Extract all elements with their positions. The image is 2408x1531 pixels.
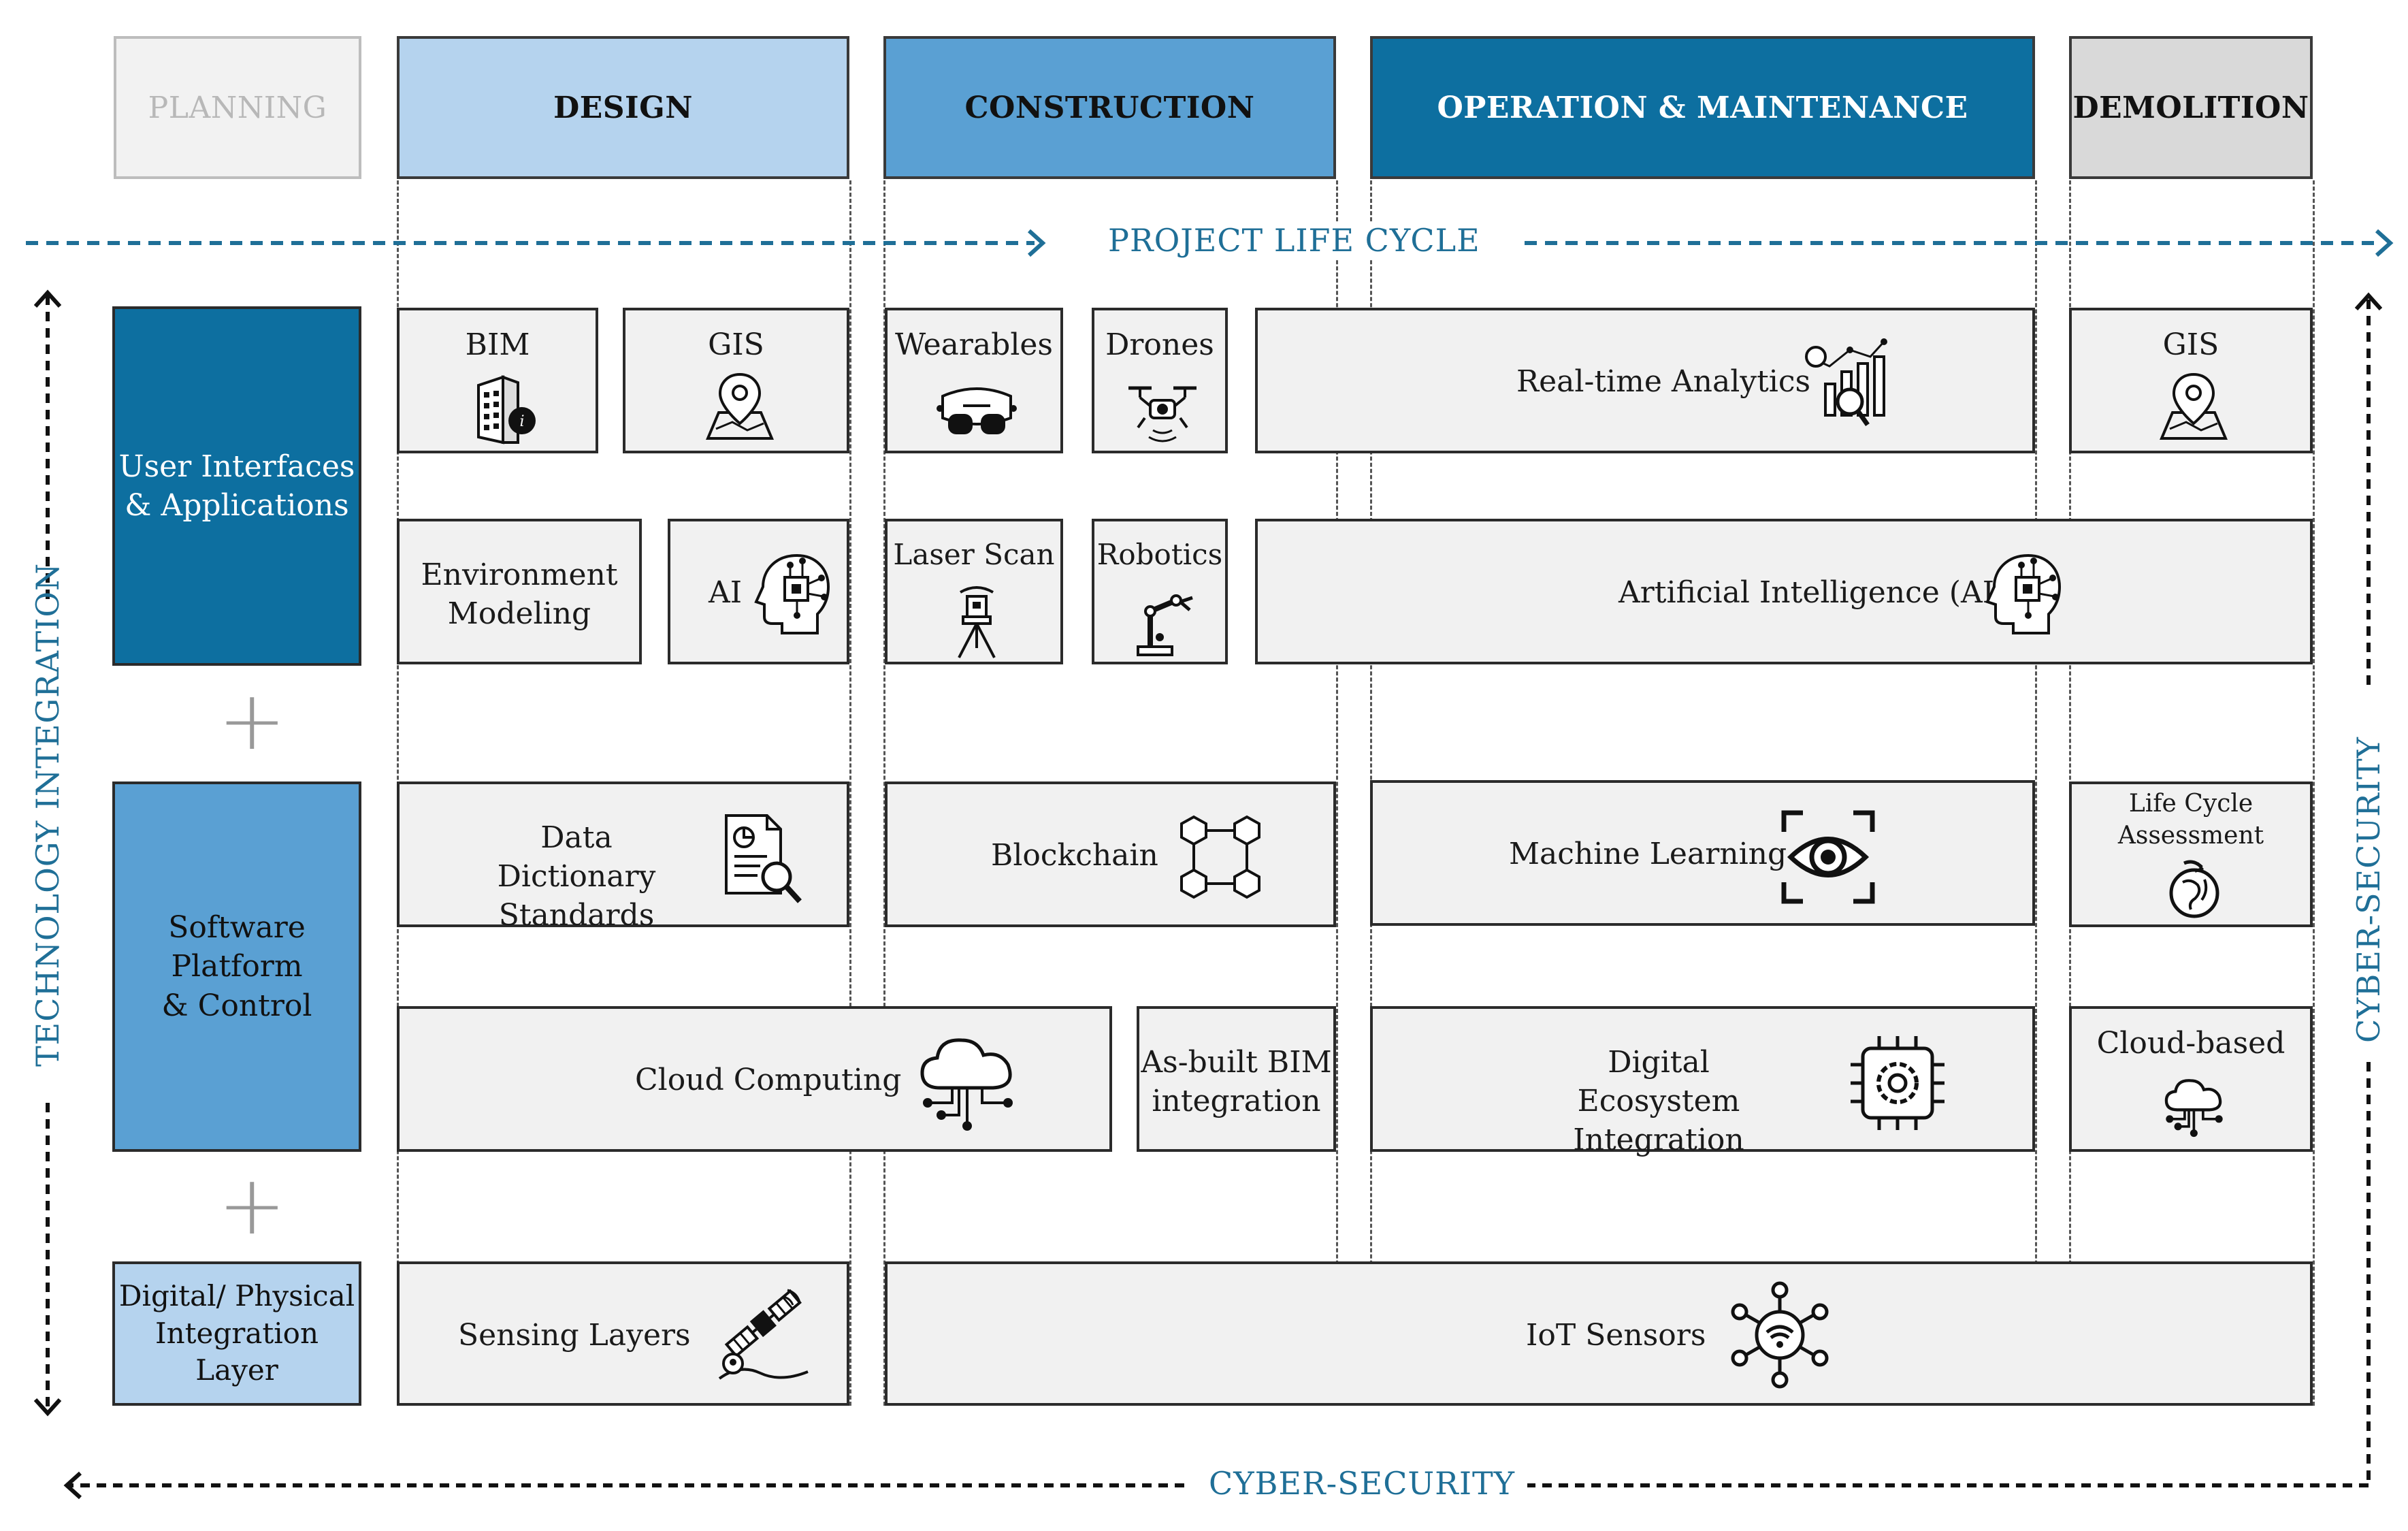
- cell-iot-sensors: IoT Sensors: [885, 1261, 2313, 1406]
- eye-scan-icon: [1781, 810, 1875, 904]
- satellite-icon: [718, 1289, 809, 1380]
- building-icon: i: [477, 375, 536, 445]
- cell-life-cycle-assessment: Life Cycle Assessment: [2069, 781, 2313, 927]
- phase-guide-line: [849, 180, 851, 1406]
- cell-label: Artificial Intelligence (AI): [1618, 575, 2006, 610]
- phase-guide-line: [883, 180, 885, 1406]
- cell-asbuilt-bim: As-built BIM integration: [1137, 1006, 1336, 1152]
- vr-headset-icon: [937, 387, 1017, 434]
- cell-label: Sensing Layers: [458, 1318, 691, 1353]
- cell-realtime-analytics: Real-time Analytics: [1255, 308, 2035, 453]
- cell-blockchain: Blockchain: [885, 781, 1336, 927]
- plus-sign: +: [218, 1159, 287, 1253]
- drone-icon: [1128, 386, 1197, 442]
- iot-network-icon: [1731, 1281, 1829, 1389]
- phase-construction: CONSTRUCTION: [883, 36, 1336, 179]
- cell-label: AI: [709, 575, 743, 610]
- cell-label: BIM: [465, 327, 530, 362]
- phase-demolition: DEMOLITION: [2069, 36, 2313, 179]
- cell-gis-design: GIS: [623, 308, 849, 453]
- technology-integration-arrow: [33, 289, 62, 1417]
- cell-label: Cloud-based: [2096, 1026, 2285, 1061]
- layer-digital-physical: Digital/ Physical Integration Layer: [112, 1261, 361, 1406]
- phase-guide-line: [2313, 180, 2315, 1406]
- cell-gis-demolition: GIS: [2069, 308, 2313, 453]
- cell-label: As-built BIM integration: [1141, 1045, 1332, 1119]
- cyber-security-arrow: [63, 292, 2382, 1500]
- cell-robotics: Robotics: [1092, 519, 1228, 664]
- cell-data-dictionary: Data Dictionary Standards: [397, 781, 849, 933]
- cell-label: Laser Scan: [893, 538, 1055, 571]
- cell-machine-learning: Machine Learning: [1370, 780, 2035, 926]
- cell-cloud-computing: Cloud Computing: [397, 1006, 1112, 1152]
- document-search-icon: [725, 814, 802, 903]
- cell-sensing-layers: Sensing Layers: [397, 1261, 849, 1406]
- plus-sign: +: [218, 674, 287, 769]
- robot-arm-icon: [1137, 594, 1193, 656]
- map-pin-icon: [705, 372, 775, 440]
- gear-chip-icon: [1851, 1036, 1945, 1130]
- cell-label: Digital Ecosystem Integration: [1573, 1045, 1744, 1158]
- cell-label: GIS: [708, 327, 764, 362]
- phase-operation-maintenance: OPERATION & MAINTENANCE: [1370, 36, 2035, 179]
- cell-ai-design: AI: [668, 519, 849, 664]
- cell-laser-scan: Laser Scan: [885, 519, 1063, 664]
- cyber-security-bottom-label: CYBER-SECURITY: [1197, 1465, 1528, 1502]
- ai-brain-icon: [1985, 553, 2062, 634]
- cell-wearables: Wearables: [885, 308, 1063, 453]
- laser-scanner-icon: [958, 586, 996, 658]
- cell-label: Cloud Computing: [635, 1063, 902, 1097]
- layer-software-platform: Software Platform & Control: [112, 781, 361, 1152]
- cell-label: Drones: [1105, 327, 1214, 362]
- cell-label: Robotics: [1096, 538, 1223, 571]
- cell-label: Environment Modeling: [421, 558, 618, 632]
- cell-bim: BIM i: [397, 308, 598, 453]
- cell-label: GIS: [2162, 327, 2219, 362]
- layer-user-interfaces: User Interfaces & Applications: [112, 306, 361, 666]
- cell-label: Data Dictionary Standards: [497, 820, 656, 933]
- phase-design: DESIGN: [397, 36, 849, 179]
- svg-text:i: i: [519, 413, 524, 430]
- cell-digital-ecosystem: Digital Ecosystem Integration: [1370, 1006, 2035, 1157]
- recycle-globe-icon: [2169, 860, 2219, 918]
- analytics-chart-icon: [1805, 338, 1887, 427]
- phase-guide-line: [2035, 180, 2037, 1406]
- cell-label: IoT Sensors: [1526, 1318, 1706, 1353]
- cloud-network-icon: [2164, 1079, 2223, 1138]
- project-life-cycle-label: PROJECT LIFE CYCLE: [1096, 222, 1493, 259]
- ai-brain-icon: [754, 553, 830, 634]
- phase-guide-line: [1336, 180, 1338, 1406]
- cell-cloud-based: Cloud-based: [2069, 1006, 2313, 1152]
- cell-label: Real-time Analytics: [1516, 364, 1811, 399]
- cell-environment-modeling: Environment Modeling: [397, 519, 642, 664]
- cell-label: Machine Learning: [1509, 837, 1787, 871]
- cell-label: Wearables: [894, 327, 1054, 362]
- cell-artificial-intelligence: Artificial Intelligence (AI): [1255, 519, 2313, 664]
- cell-drones: Drones: [1092, 308, 1228, 453]
- cell-label: Blockchain: [991, 838, 1158, 873]
- life-cycle-arrow: [26, 229, 2394, 257]
- cloud-network-icon: [920, 1038, 1013, 1131]
- map-pin-icon: [2159, 372, 2228, 440]
- cell-label: Life Cycle Assessment: [2117, 790, 2264, 850]
- cyber-security-right-label: CYBER-SECURITY: [2350, 736, 2387, 1044]
- blockchain-icon: [1180, 815, 1260, 899]
- phase-planning: PLANNING: [114, 36, 361, 179]
